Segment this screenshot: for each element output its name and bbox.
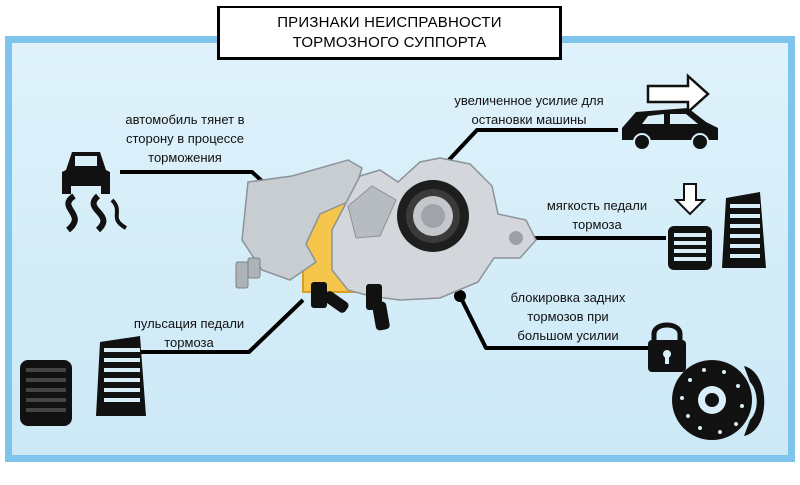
arrow-down-icon	[673, 183, 707, 216]
title-line-1: ПРИЗНАКИ НЕИСПРАВНОСТИ	[277, 13, 502, 31]
label-force: увеличенное усилие для остановки машины	[454, 93, 604, 127]
arrow-right-icon	[646, 73, 710, 115]
brake-caliper-image	[235, 157, 537, 331]
label-soft: мягкость педали тормоза	[546, 198, 648, 232]
label-pull: автомобиль тянет в сторону в процессе то…	[125, 112, 245, 165]
page-title: ПРИЗНАКИ НЕИСПРАВНОСТИ ТОРМОЗНОГО СУППОР…	[217, 6, 562, 60]
label-pulse: пульсация педали тормоза	[133, 316, 245, 350]
pulsing-pedal-icon	[20, 336, 146, 426]
label-lock: блокировка задних тормозов при большом у…	[510, 290, 626, 343]
connector-pulse	[102, 298, 305, 354]
padlock-icon	[648, 322, 686, 372]
connector-lock	[458, 295, 650, 350]
connector-dot	[454, 290, 466, 302]
skidding-car-icon	[62, 152, 128, 233]
car-icon	[622, 108, 718, 151]
brake-disc-icon	[672, 360, 765, 440]
title-line-2: ТОРМОЗНОГО СУППОРТА	[292, 33, 487, 51]
brake-pedal-icon	[668, 192, 766, 270]
